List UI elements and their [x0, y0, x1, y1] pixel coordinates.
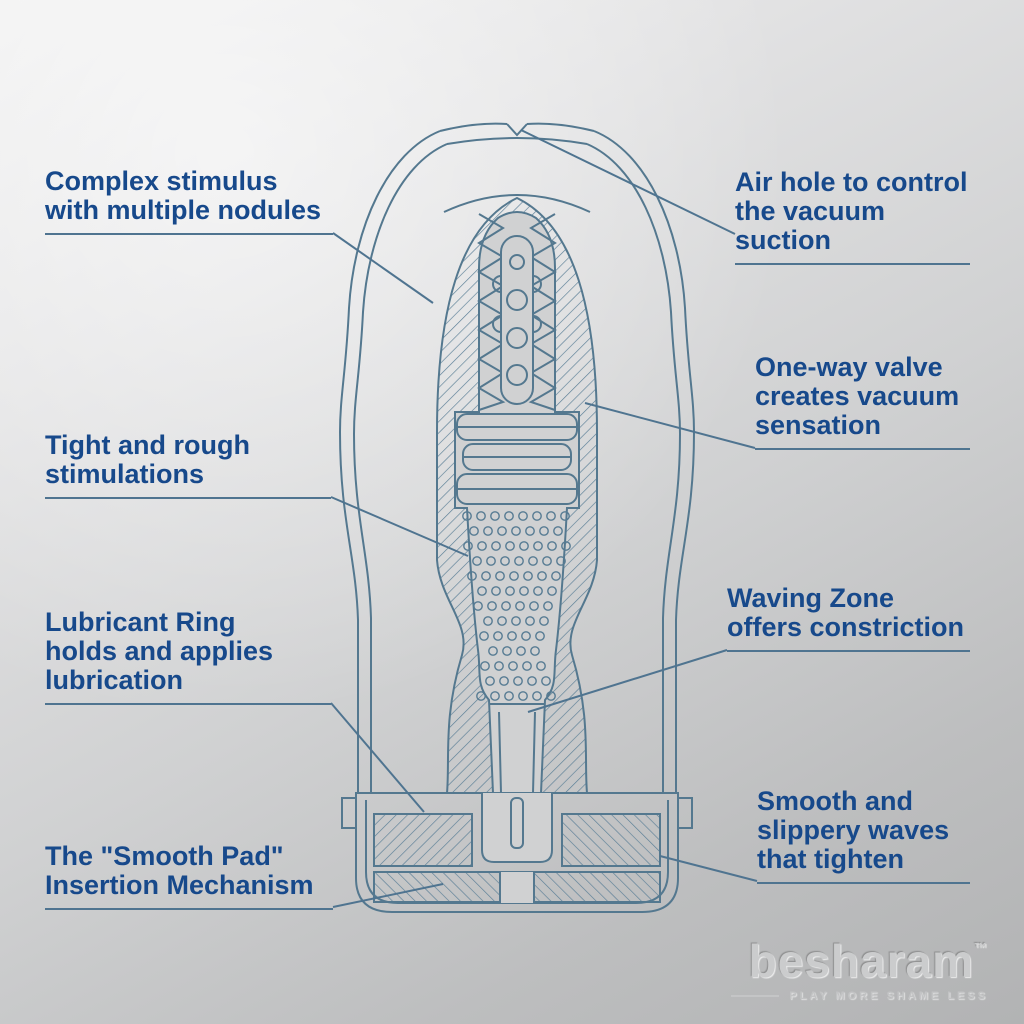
callout-text-line: with multiple nodules	[45, 195, 321, 225]
tagline-text: PLAY MORE SHAME LESS	[789, 990, 988, 1002]
callout-text-line: Complex stimulus	[45, 166, 278, 196]
column-node	[506, 364, 528, 386]
brand-logo-text: besharam	[748, 935, 974, 987]
base-assembly	[341, 792, 693, 913]
trademark-symbol: ™	[974, 940, 988, 955]
dotted-stimulation-zone	[462, 511, 571, 701]
leader-complex-stimulus	[332, 232, 434, 304]
shell-inner	[352, 137, 682, 793]
cup-mouth-rim	[443, 194, 591, 213]
callout-text-line: Insertion Mechanism	[45, 870, 314, 900]
callout-tight-rough: Tight and rough stimulations	[45, 431, 331, 499]
central-column	[500, 235, 534, 405]
tagline-rule	[731, 995, 780, 997]
callout-text-line: Tight and rough	[45, 430, 250, 460]
callout-smooth-pad: The "Smooth Pad" Insertion Mechanism	[45, 842, 333, 910]
callout-air-hole: Air hole to control the vacuum suction	[735, 168, 970, 265]
callout-smooth-waves: Smooth and slippery waves that tighten	[757, 787, 970, 884]
leader-smooth-waves	[659, 855, 758, 882]
insertion-pin	[510, 797, 524, 849]
shell-outer-right	[593, 130, 696, 793]
base-tab-right	[677, 797, 693, 829]
callout-text-line: creates vacuum	[755, 381, 960, 411]
smooth-pad-block-left	[373, 813, 473, 867]
callout-lubricant-ring: Lubricant Ring holds and applies lubrica…	[45, 608, 331, 705]
air-hole-notch	[506, 123, 528, 137]
callout-text-line: Waving Zone	[727, 583, 894, 613]
callout-text-line: stimulations	[45, 459, 205, 489]
callout-text-line: slippery waves	[757, 815, 950, 845]
device-body	[338, 122, 696, 913]
callout-complex-stimulus: Complex stimulus with multiple nodules	[45, 167, 333, 235]
brand-watermark: besharam™ PLAY MORE SHAME LESS	[731, 938, 988, 1002]
lower-funnel	[489, 703, 545, 794]
leader-one-way-valve	[584, 402, 756, 449]
shell-top	[439, 122, 595, 132]
callout-text-line: One-way valve	[755, 352, 943, 382]
callout-waving-zone: Waving Zone offers constriction	[727, 584, 970, 652]
leader-waving-zone	[527, 649, 728, 713]
leader-lines	[330, 129, 758, 908]
column-node	[506, 289, 528, 311]
callout-text-line: Air hole to control	[735, 167, 968, 197]
callout-text-line: that tighten	[757, 844, 904, 874]
one-way-valve-discs	[456, 413, 578, 505]
leader-air-hole	[520, 129, 736, 235]
callout-text-line: Smooth and	[757, 786, 913, 816]
column-node	[509, 254, 525, 270]
leader-tight-rough	[330, 496, 469, 557]
callout-text-line: The "Smooth Pad"	[45, 841, 284, 871]
leader-smooth-pad	[332, 883, 444, 908]
callout-text-line: lubrication	[45, 665, 184, 695]
shell-outer-left	[338, 130, 441, 793]
leader-lubricant-ring	[330, 702, 425, 813]
callout-text-line: holds and applies	[45, 636, 274, 666]
brand-logo: besharam™	[731, 938, 988, 984]
callout-text-line: the vacuum suction	[735, 196, 886, 255]
callout-one-way-valve: One-way valve creates vacuum sensation	[755, 353, 970, 450]
callout-text-line: offers constriction	[727, 612, 965, 642]
base-tab-left	[341, 797, 357, 829]
callout-text-line: Lubricant Ring	[45, 607, 236, 637]
column-bumps	[492, 275, 542, 333]
smooth-pad-block-right	[561, 813, 661, 867]
callout-text-line: sensation	[755, 410, 882, 440]
sleeve-cavity	[454, 211, 580, 794]
brand-tagline: PLAY MORE SHAME LESS	[731, 990, 988, 1002]
column-node	[506, 327, 528, 349]
